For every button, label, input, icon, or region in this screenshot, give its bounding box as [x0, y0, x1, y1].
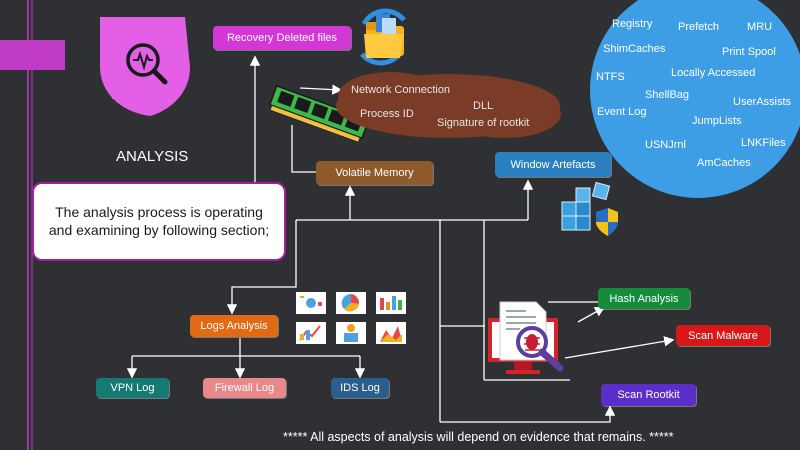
footer-note: ***** All aspects of analysis will depen…: [283, 430, 674, 444]
analysis-search-icon: [100, 17, 190, 116]
registry-cubes-icon: [561, 181, 618, 236]
volatile-memory-box: Volatile Memory: [316, 161, 433, 185]
artefact-locally-accessed: Locally Accessed: [671, 67, 756, 79]
artefact-shellbag: ShellBag: [645, 89, 690, 101]
artefact-usnjrnl: USNJrnl: [645, 139, 686, 151]
memory-cloud: [336, 72, 561, 138]
artefact-ntfs: NTFS: [596, 71, 625, 83]
memory-item-process: Process ID: [360, 108, 414, 120]
artefact-print-spool: Print Spool: [722, 46, 776, 58]
ram-memory-icon: [268, 84, 370, 142]
ids-log-box: IDS Log: [331, 378, 389, 398]
window-artefacts-box: Window Artefacts: [495, 152, 611, 177]
report-charts-icon: [296, 292, 406, 344]
section-title: ANALYSIS: [116, 148, 189, 165]
artefact-jumplists: JumpLists: [692, 115, 742, 127]
scan-malware-box: Scan Malware: [676, 325, 770, 346]
artefact-amcaches: AmCaches: [697, 157, 751, 169]
artefact-event-log: Event Log: [597, 106, 647, 118]
artefact-mru: MRU: [747, 21, 773, 33]
artefact-prefetch: Prefetch: [678, 21, 719, 33]
artefact-registry: Registry: [612, 18, 653, 30]
firewall-log-box: Firewall Log: [203, 378, 286, 398]
hash-analysis-box: Hash Analysis: [598, 288, 690, 309]
artefact-userassists: UserAssists: [733, 96, 792, 108]
logs-analysis-box: Logs Analysis: [190, 315, 278, 337]
memory-item-network: Network Connection: [351, 84, 451, 96]
vpn-log-box: VPN Log: [96, 378, 169, 398]
scan-rootkit-box: Scan Rootkit: [601, 384, 696, 406]
recovery-deleted-files-box: Recovery Deleted files: [213, 26, 351, 50]
memory-item-dll: DLL: [473, 100, 494, 112]
artefact-shimcaches: ShimCaches: [603, 43, 666, 55]
folder-recovery-icon: [360, 8, 406, 66]
artefact-circle: [590, 0, 800, 198]
memory-item-rootkit-signature: Signature of rootkit: [437, 117, 530, 129]
artefact-lnkfiles: LNKFiles: [741, 137, 786, 149]
malware-scan-icon: [488, 301, 564, 374]
intro-text: The analysis process is operating and ex…: [48, 204, 270, 238]
intro-box: The analysis process is operating and ex…: [32, 182, 286, 261]
